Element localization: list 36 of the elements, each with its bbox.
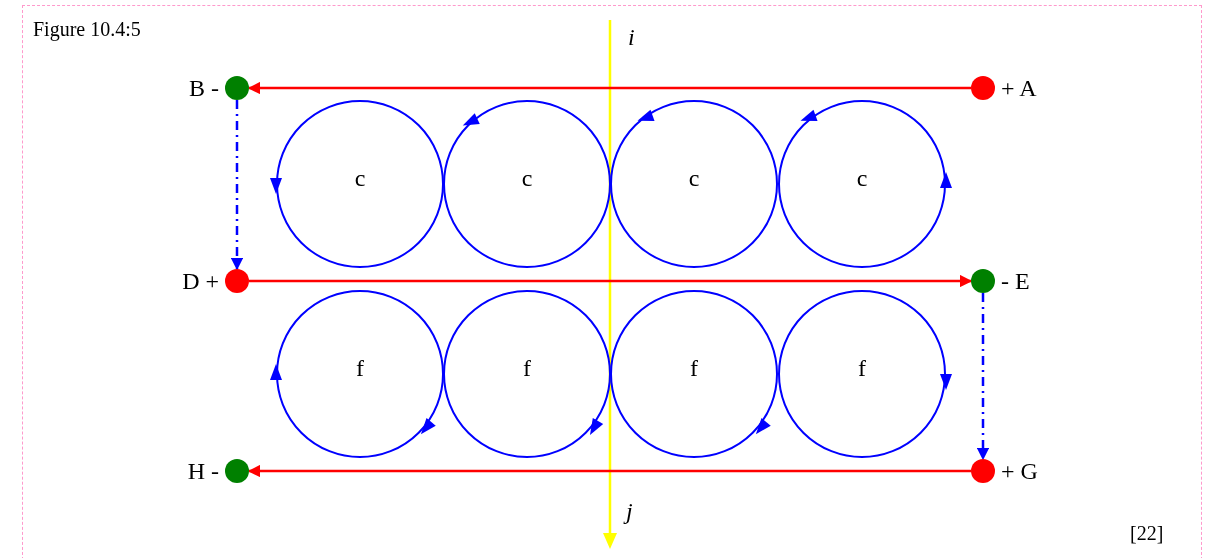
vortex-label: f: [356, 356, 364, 380]
vortex-circle: [610, 290, 778, 458]
arrow: [247, 81, 971, 95]
vortex-label: f: [690, 356, 698, 380]
dashed-arrow: [976, 293, 990, 461]
vortex-circle: [778, 100, 946, 268]
arrow: [249, 274, 973, 288]
charge-point: [189, 76, 249, 100]
vortex-label: c: [688, 166, 700, 190]
point-label: D +: [182, 269, 219, 293]
vortex-circle: [443, 290, 611, 458]
vortex-circle: [443, 100, 611, 268]
point-label: B -: [189, 76, 219, 100]
figure-title: Figure 10.4:5: [33, 18, 141, 41]
arrow: [247, 464, 971, 478]
point-label: - E: [1001, 269, 1030, 293]
point-label: + G: [1001, 459, 1038, 483]
vortex-circle: [276, 100, 444, 268]
vortex-label: c: [354, 166, 366, 190]
charge-point: [971, 76, 1037, 100]
dashed-arrow: [230, 100, 244, 271]
vortex-label: f: [858, 356, 866, 380]
vortex-label: c: [521, 166, 533, 190]
vortex-circle: [276, 290, 444, 458]
vortex-label: f: [523, 356, 531, 380]
vortex-circle: [610, 100, 778, 268]
vortex-circle: [778, 290, 946, 458]
point-label: + A: [1001, 76, 1037, 100]
reference-number: [22]: [1130, 522, 1164, 545]
charge-point: [182, 269, 249, 293]
point-label: H -: [187, 459, 219, 483]
vortex-label: c: [856, 166, 868, 190]
axis-label: i: [628, 24, 635, 51]
charge-point: [187, 459, 249, 483]
charge-point: [971, 459, 1038, 483]
charge-point: [971, 269, 1030, 293]
